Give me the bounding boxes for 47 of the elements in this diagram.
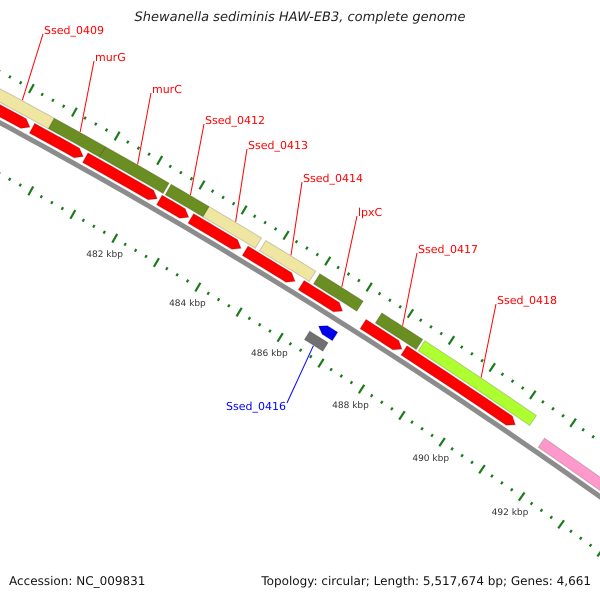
scale-label: 488 kbp xyxy=(332,400,369,411)
gene-bar xyxy=(258,240,316,282)
gene-label: Ssed_0417 xyxy=(418,243,478,256)
leader-line xyxy=(22,34,44,101)
gene-bar xyxy=(374,312,424,350)
leader-line xyxy=(137,92,152,165)
gene-feature xyxy=(187,213,242,250)
gene-bar xyxy=(164,184,210,218)
gene-bar xyxy=(304,330,329,352)
leader-line xyxy=(80,60,94,132)
leader-line xyxy=(480,304,496,378)
leader-line xyxy=(286,345,314,404)
leader-line xyxy=(341,216,358,288)
gene-bar xyxy=(202,206,262,249)
title: Shewanella sediminis HAW-EB3, complete genome xyxy=(134,10,466,25)
gene-feature xyxy=(28,122,84,158)
gene-feature xyxy=(242,245,296,283)
leader-line xyxy=(235,148,248,222)
leader-line xyxy=(402,252,418,326)
gene-label: Ssed_0412 xyxy=(205,114,265,127)
gene-label: Ssed_0413 xyxy=(248,139,308,152)
gene-bar xyxy=(48,118,106,158)
genome-info-text: Topology: circular; Length: 5,517,674 bp; Genes: 4,661 xyxy=(261,574,591,588)
scale-label: 482 kbp xyxy=(86,250,123,260)
gene-label: Ssed_0418 xyxy=(497,294,557,307)
leader-line xyxy=(190,124,204,196)
gene-label: Ssed_0409 xyxy=(44,24,104,37)
leader-line xyxy=(290,182,302,256)
gene-label: murC xyxy=(152,83,182,96)
gene-bar xyxy=(98,146,170,194)
gene-feature xyxy=(156,194,190,219)
gene-feature xyxy=(318,325,338,342)
gene-bar xyxy=(418,340,538,426)
scale-label: 492 kbp xyxy=(492,508,528,518)
gene-label: Ssed_0414 xyxy=(303,172,363,185)
gene-bar xyxy=(312,273,364,312)
gene-feature xyxy=(82,152,158,200)
gene-feature xyxy=(359,318,403,350)
scale-label: 484 kbp xyxy=(169,299,206,310)
gene-label: Ssed_0416 xyxy=(226,400,286,413)
gene-feature xyxy=(400,345,516,426)
accession-text: Accession: NC_009831 xyxy=(9,574,146,588)
scale-label: 490 kbp xyxy=(412,454,450,464)
gene-feature xyxy=(298,280,344,312)
gene-label: lpxC xyxy=(358,206,382,219)
scale-label: 486 kbp xyxy=(251,349,288,360)
gene-label: murG xyxy=(95,51,126,64)
